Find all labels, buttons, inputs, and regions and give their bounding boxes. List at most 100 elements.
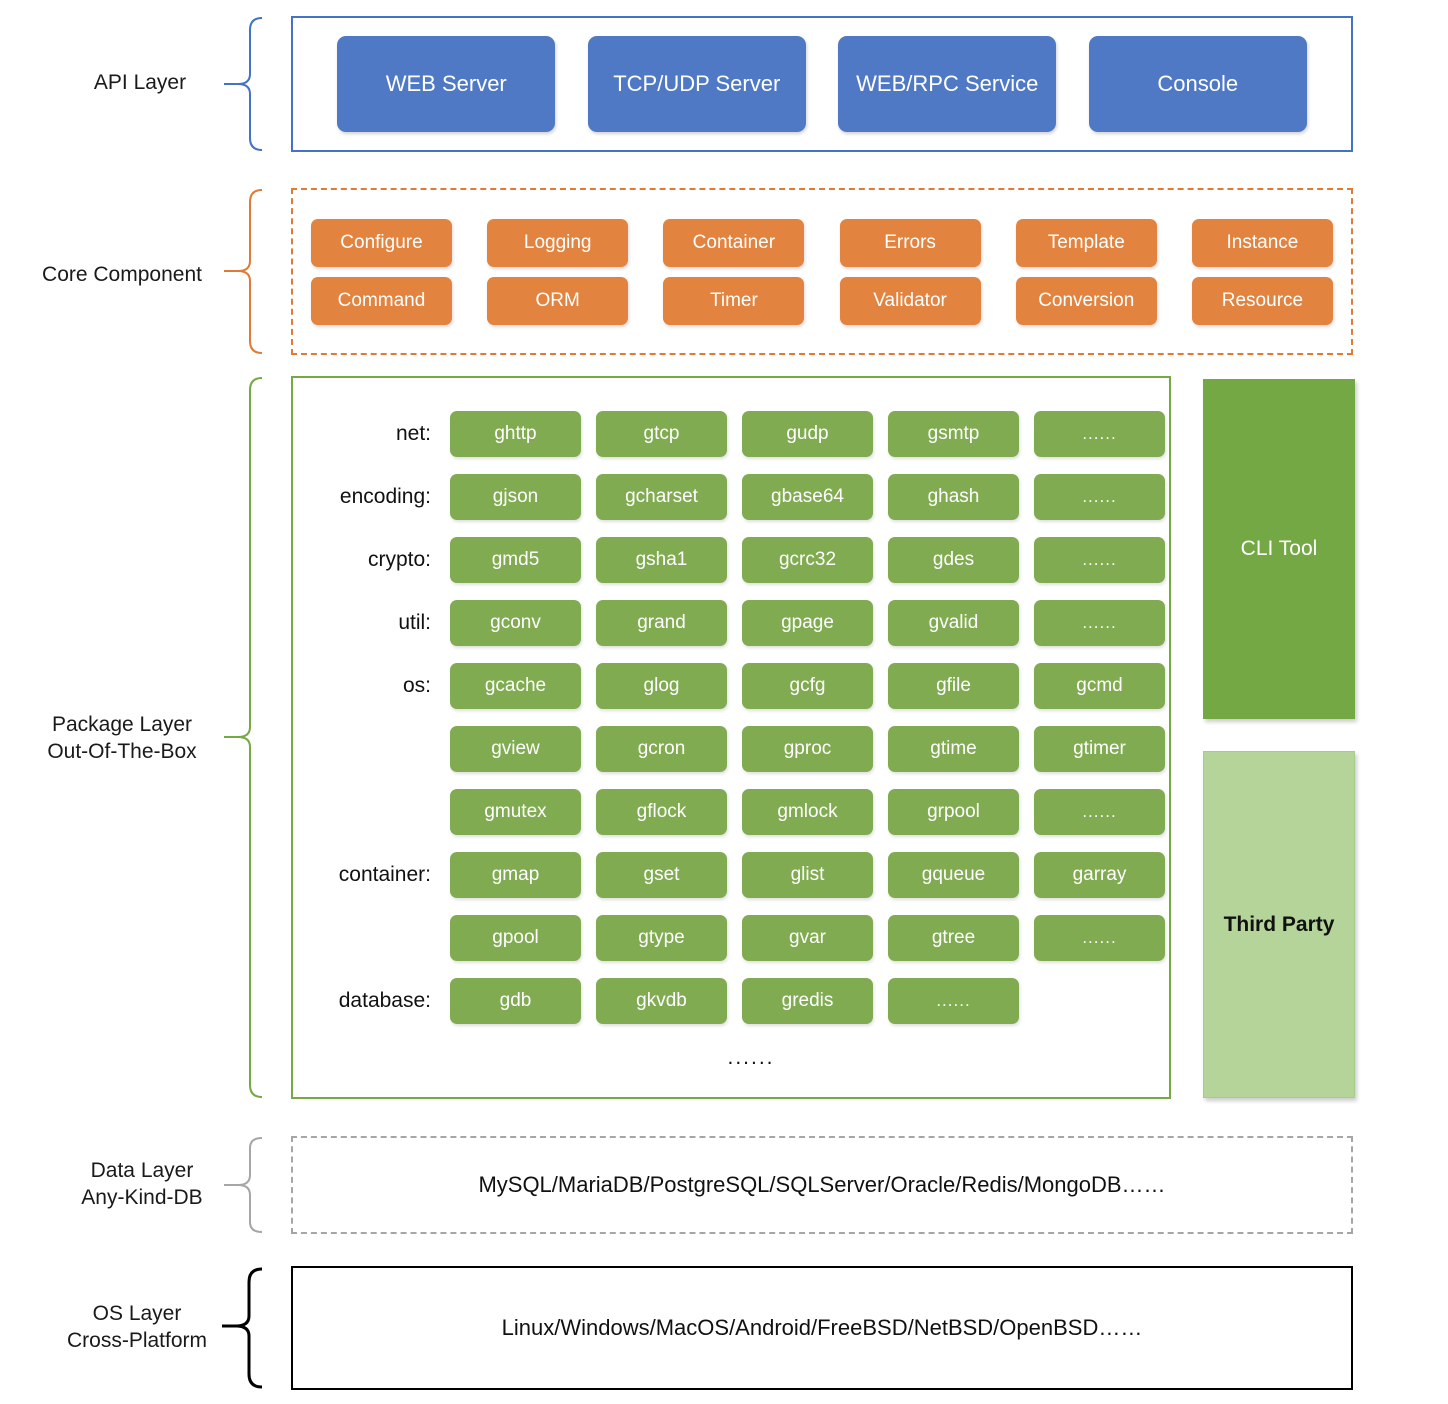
package-cell: gcharset — [589, 473, 734, 520]
package-cell: gpage — [735, 599, 880, 646]
package-box[interactable]: gkvdb — [596, 977, 727, 1024]
os-layer-label: OS Layer Cross-Platform — [66, 1302, 208, 1352]
core-box-configure[interactable]: Configure — [311, 218, 452, 267]
package-cell: gpool — [443, 914, 588, 961]
api-box-web-server[interactable]: WEB Server — [337, 36, 556, 132]
package-box[interactable]: gvar — [742, 914, 873, 961]
package-box[interactable]: gtype — [596, 914, 727, 961]
cli-tool-box[interactable]: CLI Tool — [1203, 379, 1355, 719]
package-box-more[interactable]: ...... — [1034, 599, 1165, 646]
core-box-errors[interactable]: Errors — [839, 218, 981, 267]
package-box[interactable]: glog — [596, 662, 727, 709]
package-box[interactable]: gcache — [450, 662, 581, 709]
package-category-label: container: — [338, 862, 431, 886]
package-cell: ...... — [1027, 914, 1172, 961]
package-box[interactable]: gproc — [742, 725, 873, 772]
package-category-label: database: — [338, 988, 431, 1012]
package-box[interactable]: gflock — [596, 788, 727, 835]
package-box[interactable]: gmlock — [742, 788, 873, 835]
core-box-container[interactable]: Container — [663, 218, 805, 267]
package-box[interactable]: gcharset — [596, 473, 727, 520]
package-box[interactable]: gpage — [742, 599, 873, 646]
package-cell: ghttp — [443, 410, 588, 457]
package-box[interactable]: gconv — [450, 599, 581, 646]
package-cell: garray — [1027, 851, 1172, 898]
package-box[interactable]: gcrc32 — [742, 536, 873, 583]
package-box[interactable]: gsha1 — [596, 536, 727, 583]
core-box-validator[interactable]: Validator — [839, 276, 981, 325]
package-box[interactable]: gvalid — [888, 599, 1019, 646]
package-box[interactable]: gtime — [888, 725, 1019, 772]
package-box[interactable]: grpool — [888, 788, 1019, 835]
package-box[interactable]: ghttp — [450, 410, 581, 457]
package-box[interactable]: gmutex — [450, 788, 581, 835]
package-cell: gcmd — [1027, 662, 1172, 709]
core-box-logging[interactable]: Logging — [487, 218, 629, 267]
third-party-box[interactable]: Third Party — [1203, 751, 1355, 1098]
api-box-web-rpc-service[interactable]: WEB/RPC Service — [838, 36, 1057, 132]
package-box[interactable]: gjson — [450, 473, 581, 520]
package-box-more[interactable]: ...... — [888, 977, 1019, 1024]
package-cell: gvar — [735, 914, 880, 961]
package-box[interactable]: gcfg — [742, 662, 873, 709]
api-box-console[interactable]: Console — [1088, 36, 1307, 132]
package-cell: gview — [443, 725, 588, 772]
core-box-conversion[interactable]: Conversion — [1015, 276, 1157, 325]
package-cells: gpool gtype gvar gtree...... — [443, 914, 1173, 961]
package-box[interactable]: garray — [1034, 851, 1165, 898]
package-cell: gsha1 — [589, 536, 734, 583]
core-box-resource[interactable]: Resource — [1191, 276, 1333, 325]
package-box-more[interactable]: ...... — [1034, 536, 1165, 583]
package-row: util: gconv grand gpage gvalid...... — [303, 591, 1165, 654]
package-box[interactable]: gsmtp — [888, 410, 1019, 457]
package-cell: glist — [735, 851, 880, 898]
package-box-more[interactable]: ...... — [1034, 914, 1165, 961]
package-cells: gmutex gflock gmlock grpool...... — [443, 788, 1173, 835]
api-boxes-row: WEB Server TCP/UDP Server WEB/RPC Servic… — [293, 18, 1351, 150]
package-box[interactable]: ghash — [888, 473, 1019, 520]
package-box[interactable]: glist — [742, 851, 873, 898]
package-box[interactable]: gmap — [450, 851, 581, 898]
core-box-orm[interactable]: ORM — [487, 276, 629, 325]
package-box[interactable]: gset — [596, 851, 727, 898]
package-box[interactable]: gpool — [450, 914, 581, 961]
core-row-1: Configure Logging Container Errors Templ… — [311, 218, 1333, 267]
core-box-command[interactable]: Command — [311, 276, 452, 325]
package-box[interactable]: gtimer — [1034, 725, 1165, 772]
package-box[interactable]: gview — [450, 725, 581, 772]
package-box[interactable]: gtree — [888, 914, 1019, 961]
package-cells: gmd5 gsha1 gcrc32 gdes...... — [443, 536, 1173, 583]
package-cell: gproc — [735, 725, 880, 772]
core-box-instance[interactable]: Instance — [1191, 218, 1333, 267]
package-box[interactable]: gbase64 — [742, 473, 873, 520]
package-box[interactable]: gfile — [888, 662, 1019, 709]
package-box[interactable]: gqueue — [888, 851, 1019, 898]
package-box-more[interactable]: ...... — [1034, 473, 1165, 520]
package-box[interactable]: gdb — [450, 977, 581, 1024]
core-box-timer[interactable]: Timer — [663, 276, 805, 325]
package-cells: gconv grand gpage gvalid...... — [443, 599, 1173, 646]
package-box-more[interactable]: ...... — [1034, 410, 1165, 457]
api-layer-label: API Layer — [93, 71, 187, 94]
api-box-tcp-udp-server[interactable]: TCP/UDP Server — [587, 36, 806, 132]
package-box[interactable]: gcmd — [1034, 662, 1165, 709]
package-box[interactable]: gudp — [742, 410, 873, 457]
package-cell: gset — [589, 851, 734, 898]
package-cell: gcfg — [735, 662, 880, 709]
package-box-more[interactable]: ...... — [1034, 788, 1165, 835]
package-cell: gbase64 — [735, 473, 880, 520]
package-box[interactable]: gdes — [888, 536, 1019, 583]
package-cell: gtree — [881, 914, 1026, 961]
package-box[interactable]: gcron — [596, 725, 727, 772]
package-cell: gkvdb — [589, 977, 734, 1024]
package-box[interactable]: gmd5 — [450, 536, 581, 583]
package-box[interactable]: gtcp — [596, 410, 727, 457]
package-category-label: util: — [398, 610, 431, 634]
package-category-label: os: — [402, 673, 431, 697]
core-box-template[interactable]: Template — [1015, 218, 1157, 267]
package-box[interactable]: gredis — [742, 977, 873, 1024]
package-box[interactable]: grand — [596, 599, 727, 646]
